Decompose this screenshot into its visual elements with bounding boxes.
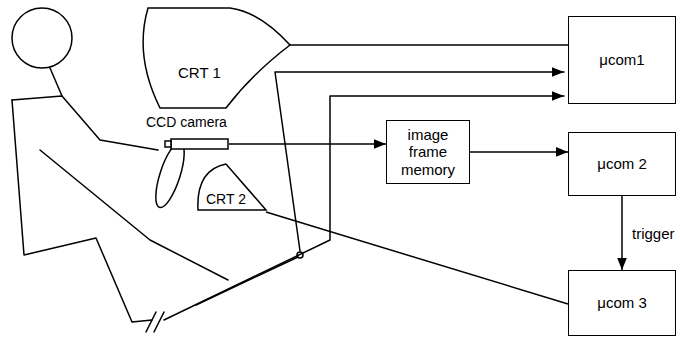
signal-line <box>266 212 568 304</box>
signal-line <box>621 196 623 270</box>
driver-arm <box>12 96 158 150</box>
driver-neck <box>50 68 62 96</box>
driver-arm-lever <box>40 150 228 280</box>
microcomputer-box: μcom1 <box>568 16 676 104</box>
signal-line <box>229 143 386 145</box>
edge-label: trigger <box>630 225 677 242</box>
device-label: CCD camera <box>146 114 229 130</box>
box-label: μcom1 <box>599 51 644 68</box>
microcomputer-box: μcom 3 <box>568 270 676 336</box>
crt-outline-path <box>143 8 290 108</box>
microcomputer-box: μcom 2 <box>568 132 676 196</box>
signal-line <box>290 44 568 46</box>
camera-body <box>171 139 228 149</box>
signal-line <box>470 151 568 153</box>
crt-display: CRT 2 <box>196 162 266 212</box>
box-label: image frame memory <box>393 126 463 178</box>
steering-wheel <box>150 140 190 211</box>
crt-outline <box>140 4 292 112</box>
device-label: CRT 1 <box>178 64 221 81</box>
driver-body <box>12 100 152 322</box>
lever-wire <box>275 72 564 251</box>
device-label: CRT 2 <box>206 191 246 207</box>
pedal-symbol <box>154 312 164 332</box>
ccd-camera: CCD camera <box>146 114 229 150</box>
camera-lens <box>165 141 171 147</box>
box-label: μcom 3 <box>597 294 647 311</box>
driver-head <box>12 8 72 68</box>
crt-display: CRT 1 <box>140 4 292 112</box>
box-label: μcom 2 <box>597 155 647 172</box>
pedal-symbol <box>146 312 156 332</box>
crt-outline-path <box>198 164 266 210</box>
frame-memory-box: image frame memory <box>386 120 470 184</box>
